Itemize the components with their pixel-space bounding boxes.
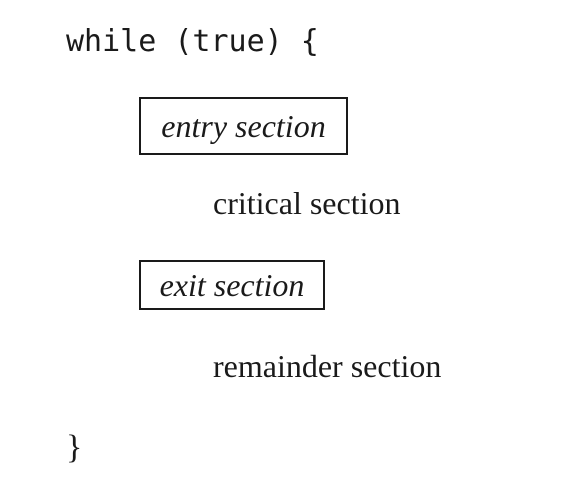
- exit-section-box: exit section: [139, 260, 325, 310]
- exit-section-label: exit section: [159, 267, 305, 303]
- while-loop-header: while (true) {: [66, 24, 319, 59]
- closing-brace: }: [66, 429, 83, 466]
- remainder-section-label: remainder section: [213, 348, 442, 384]
- critical-section-label: critical section: [213, 185, 401, 221]
- entry-section-box: entry section: [139, 97, 348, 155]
- entry-section-label: entry section: [161, 108, 326, 144]
